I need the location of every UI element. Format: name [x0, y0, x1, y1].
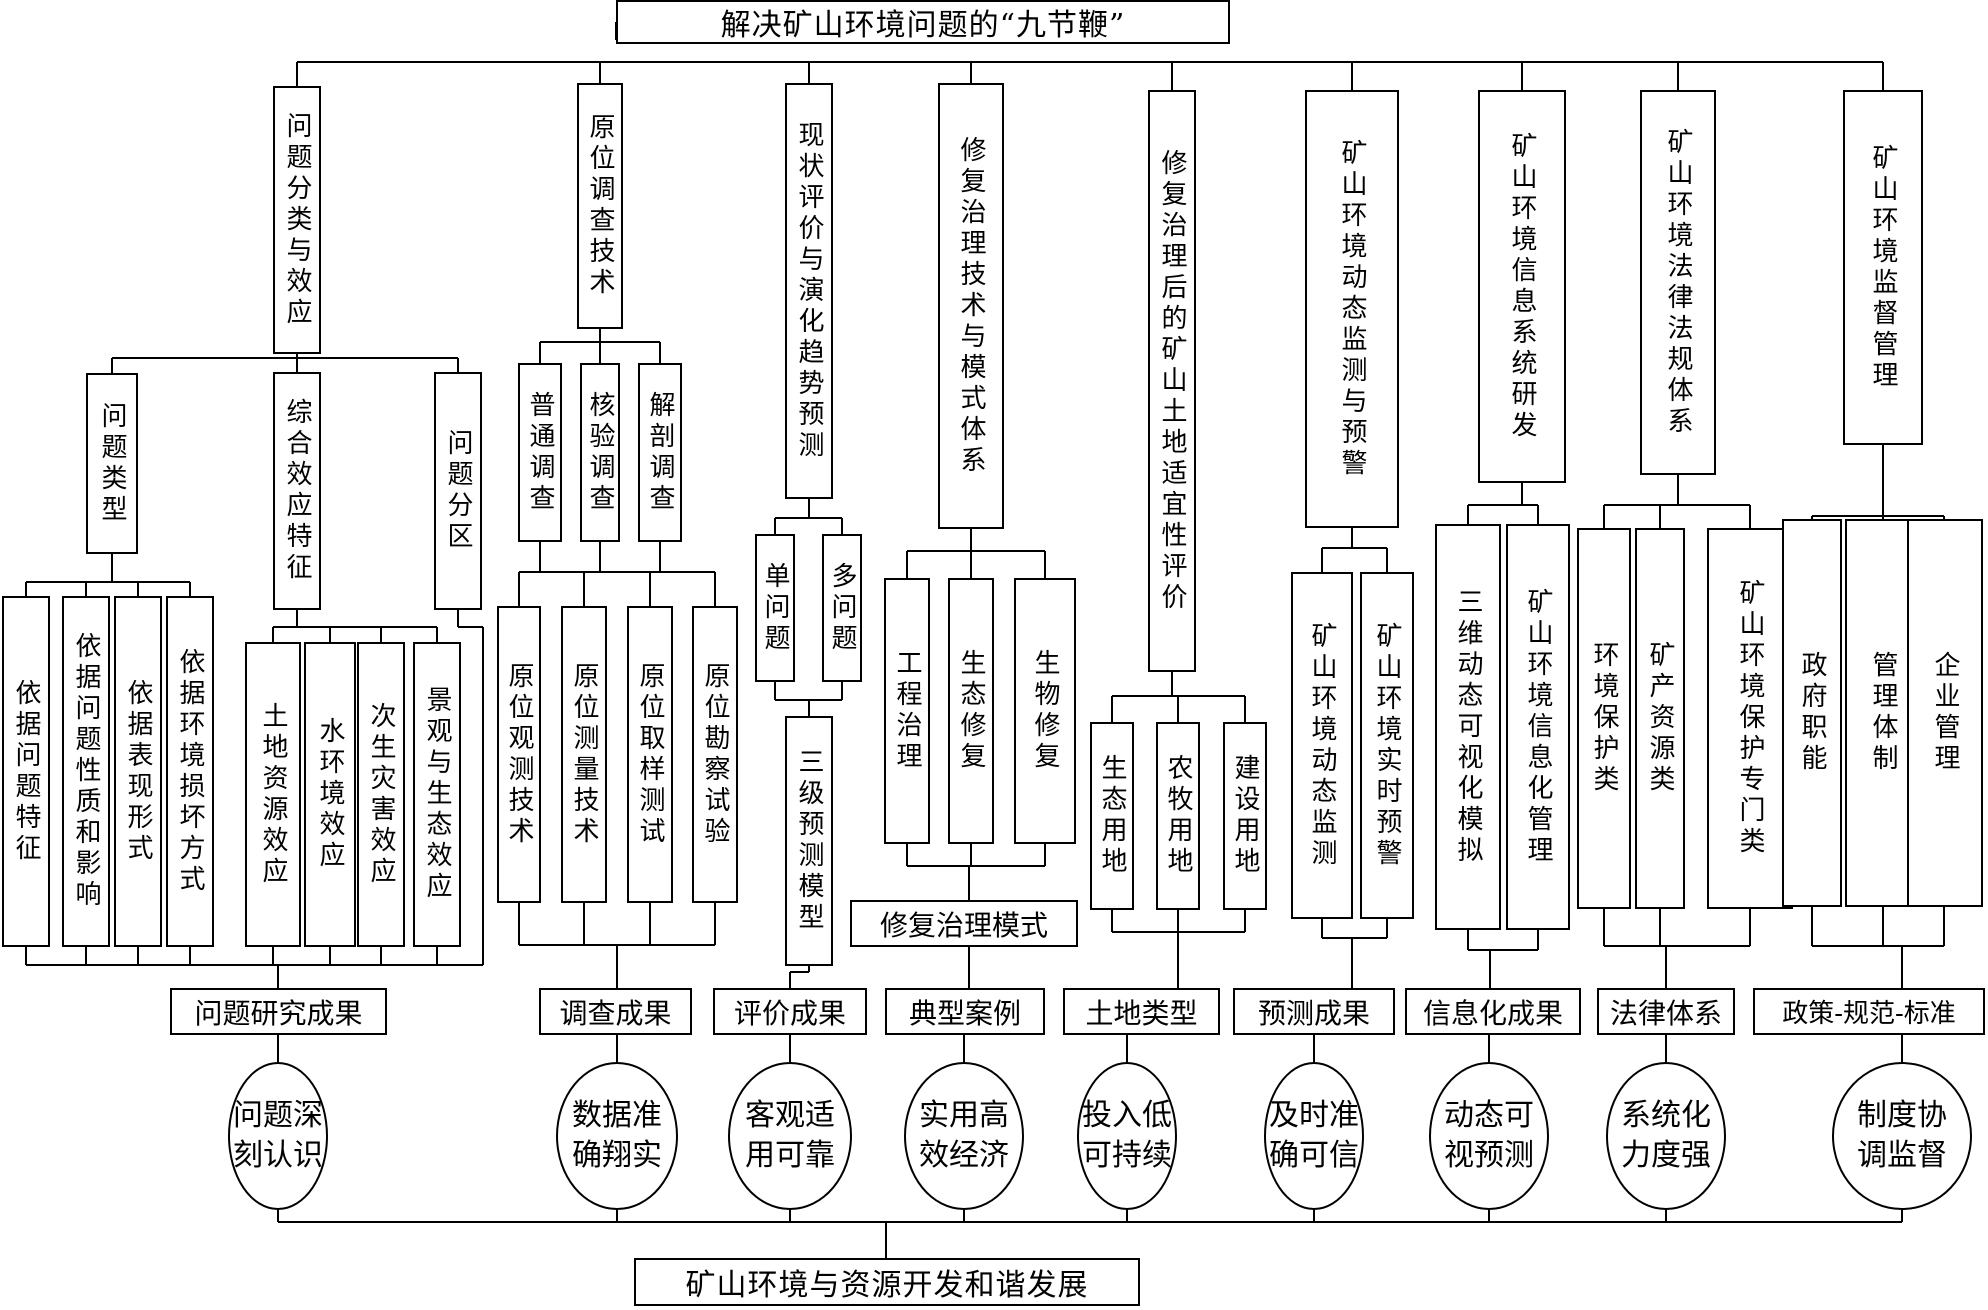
branch-1-header: 问题分类与效应	[273, 86, 321, 354]
branch-5-sub-2: 农牧用地	[1156, 722, 1200, 910]
branch-9-sub-3: 企业管理	[1907, 519, 1983, 907]
branch-1-leaf-b-4: 景观与生态效应	[413, 642, 461, 947]
branch-2-leaf-1: 原位观测技术	[497, 606, 541, 903]
branch-1-sub-3: 问题分区	[434, 372, 482, 610]
branch-3-result: 评价成果	[713, 988, 867, 1035]
branch-2-outcome: 数据准确翔实	[556, 1062, 678, 1210]
branch-1-leaf-a-1: 依据问题特征	[2, 596, 50, 947]
branch-4-outcome: 实用高效经济	[904, 1062, 1024, 1210]
branch-7-outcome: 动态可视预测	[1429, 1062, 1549, 1210]
branch-7-outcome-text: 动态可视预测	[1444, 1097, 1534, 1174]
branch-9-outcome-text: 制度协调监督	[1857, 1097, 1947, 1174]
branch-6-result: 预测成果	[1233, 988, 1395, 1035]
branch-5-sub-1: 生态用地	[1090, 722, 1134, 910]
branch-5-result: 土地类型	[1063, 988, 1220, 1035]
branch-2-header: 原位调查技术	[577, 83, 623, 329]
branch-4-header: 修复治理技术与模式体系	[938, 83, 1004, 529]
branch-1-leaf-a-2: 依据问题性质和影响	[62, 596, 110, 947]
branch-8-sub-3: 矿山环境保护专门类	[1707, 528, 1793, 909]
branch-2-leaf-3: 原位取样测试	[627, 606, 673, 903]
branch-6-outcome: 及时准确可信	[1264, 1062, 1364, 1210]
branch-4-result: 典型案例	[885, 988, 1045, 1035]
branch-4-sub-3: 生物修复	[1014, 578, 1076, 844]
branch-2-leaf-4: 原位勘察试验	[692, 606, 738, 903]
branch-1-outcome-text: 问题深刻认识	[233, 1097, 323, 1174]
branch-8-result: 法律体系	[1597, 988, 1735, 1035]
branch-8-outcome: 系统化力度强	[1606, 1062, 1726, 1210]
branch-6-sub-2: 矿山环境实时预警	[1360, 572, 1414, 919]
branch-3-outcome-text: 客观适用可靠	[745, 1097, 835, 1174]
branch-8-sub-1: 环境保护类	[1577, 528, 1631, 909]
branch-9-header: 矿山环境监督管理	[1843, 90, 1923, 445]
branch-4-sub-1: 工程治理	[884, 578, 930, 844]
branch-5-outcome: 投入低可持续	[1077, 1062, 1177, 1210]
branch-2-result: 调查成果	[539, 988, 692, 1035]
branch-5-sub-3: 建设用地	[1223, 722, 1267, 910]
branch-1-result: 问题研究成果	[170, 988, 387, 1035]
branch-8-sub-2: 矿产资源类	[1635, 528, 1685, 909]
branch-3-sub-2: 多问题	[822, 534, 862, 682]
branch-7-header: 矿山环境信息系统研发	[1478, 90, 1566, 483]
branch-5-header: 修复治理后的矿山土地适宜性评价	[1148, 90, 1196, 672]
branch-2-sub-2: 核验调查	[580, 363, 620, 542]
branch-4-mode: 修复治理模式	[850, 900, 1078, 947]
branch-1-leaf-a-3: 依据表现形式	[114, 596, 162, 947]
branch-6-sub-1: 矿山环境动态监测	[1291, 572, 1353, 919]
branch-1-leaf-b-1: 土地资源效应	[245, 642, 301, 947]
branch-9-result: 政策-规范-标准	[1753, 988, 1985, 1035]
branch-3-model: 三级预测模型	[785, 716, 833, 966]
branch-4-sub-2: 生态修复	[948, 578, 994, 844]
branch-7-sub-1: 三维动态可视化模拟	[1435, 524, 1501, 930]
branch-8-header: 矿山环境法律法规体系	[1640, 90, 1716, 475]
branch-1-leaf-b-2: 水环境效应	[304, 642, 356, 947]
branch-1-sub-2: 综合效应特征	[273, 372, 321, 610]
branch-4-outcome-text: 实用高效经济	[919, 1097, 1009, 1174]
branch-1-leaf-a-4: 依据环境损坏方式	[166, 596, 214, 947]
branch-3-sub-1: 单问题	[755, 534, 795, 682]
branch-6-header: 矿山环境动态监测与预警	[1305, 90, 1399, 528]
branch-1-sub-1: 问题类型	[86, 373, 138, 554]
branch-1-outcome: 问题深刻认识	[228, 1062, 328, 1210]
branch-3-header: 现状评价与演化趋势预测	[785, 83, 833, 499]
branch-6-outcome-text: 及时准确可信	[1269, 1097, 1359, 1174]
diagram-title: 解决矿山环境问题的“九节鞭”	[616, 0, 1230, 44]
branch-1-leaf-b-3: 次生灾害效应	[357, 642, 405, 947]
branch-3-outcome: 客观适用可靠	[728, 1062, 852, 1210]
branch-8-outcome-text: 系统化力度强	[1621, 1097, 1711, 1174]
branch-2-leaf-2: 原位测量技术	[561, 606, 607, 903]
branch-7-sub-2: 矿山环境信息化管理	[1506, 524, 1570, 930]
branch-2-sub-1: 普通调查	[518, 363, 562, 542]
branch-2-sub-3: 解剖调查	[638, 363, 682, 542]
branch-9-sub-1: 政府职能	[1782, 519, 1842, 907]
branch-5-outcome-text: 投入低可持续	[1082, 1097, 1172, 1174]
branch-9-outcome: 制度协调监督	[1832, 1062, 1972, 1210]
branch-7-result: 信息化成果	[1405, 988, 1581, 1035]
branch-2-outcome-text: 数据准确翔实	[572, 1097, 662, 1174]
bottom-goal: 矿山环境与资源开发和谐发展	[634, 1258, 1140, 1306]
